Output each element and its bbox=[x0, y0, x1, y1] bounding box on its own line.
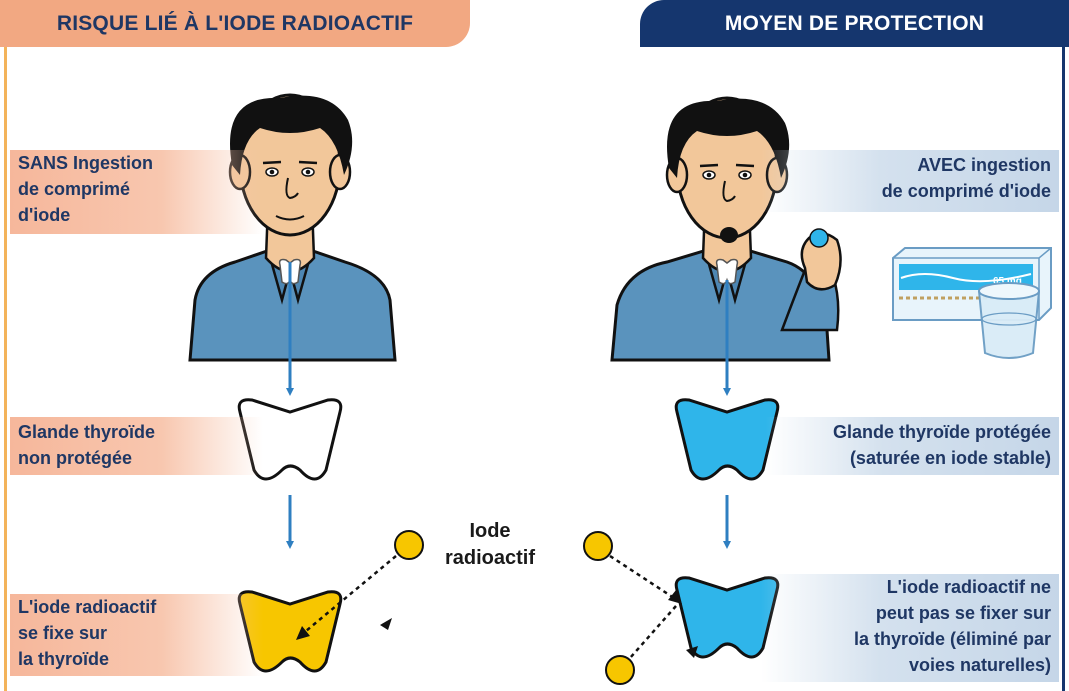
label-without-tablet: SANS Ingestion de comprimé d'iode bbox=[10, 150, 263, 234]
water-glass-icon bbox=[978, 282, 1040, 359]
person-right bbox=[610, 96, 842, 362]
label-unprotected-gland: Glande thyroïde non protégée bbox=[10, 417, 263, 475]
radioactive-iodine-label: Iode radioactif bbox=[444, 520, 536, 569]
hand-right bbox=[800, 232, 842, 291]
hair-left bbox=[230, 95, 353, 175]
thyroid-unprotected bbox=[237, 398, 343, 481]
label-protected-gland: Glande thyroïde protégée (saturée en iod… bbox=[766, 417, 1059, 475]
iodine-tablet bbox=[809, 228, 829, 248]
radioactive-iodine-right bbox=[583, 531, 698, 685]
thyroid-protected-blocking bbox=[674, 576, 780, 659]
right-border-line bbox=[1062, 47, 1065, 691]
shirt-left bbox=[188, 248, 397, 362]
thyroid-fixed bbox=[237, 590, 343, 673]
label-iodine-blocked: L'iode radioactif ne peut pas se fixer s… bbox=[761, 574, 1059, 682]
open-mouth bbox=[720, 227, 738, 243]
left-border-line bbox=[4, 47, 7, 691]
hair-right bbox=[667, 98, 790, 178]
label-iodine-fixes: L'iode radioactif se fixe sur la thyroïd… bbox=[10, 594, 263, 676]
radioactive-iodine-left bbox=[296, 530, 424, 640]
label-with-tablet: AVEC ingestion de comprimé d'iode bbox=[761, 150, 1059, 212]
header-protection: MOYEN DE PROTECTION bbox=[640, 0, 1069, 47]
tablet-box-dose: 65 mg bbox=[993, 276, 1022, 287]
header-risk: RISQUE LIÉ À L'IODE RADIOACTIF bbox=[0, 0, 470, 47]
thyroid-protected bbox=[674, 398, 780, 481]
flow-arrows bbox=[286, 262, 731, 549]
